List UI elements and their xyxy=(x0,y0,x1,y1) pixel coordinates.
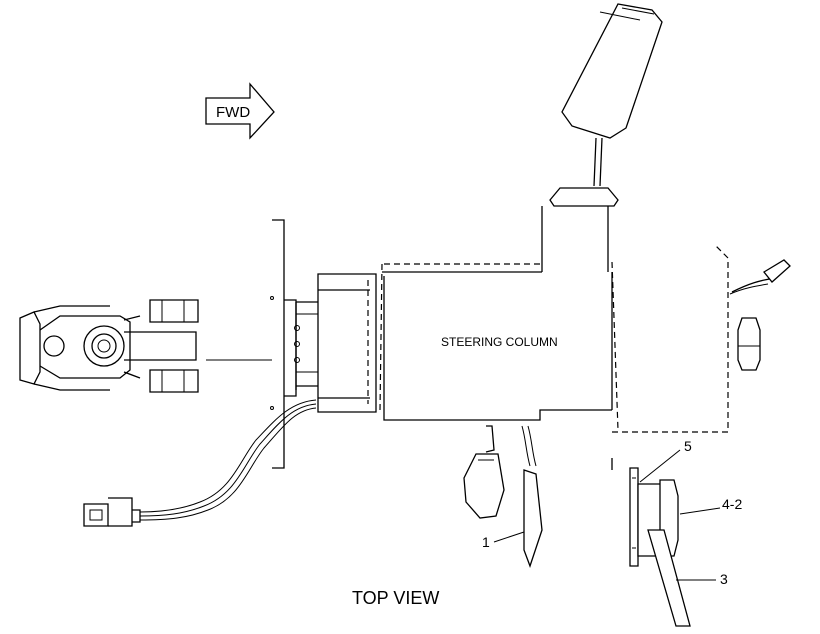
shift-bracket xyxy=(612,245,791,433)
turn-signal-lever xyxy=(521,425,543,568)
column-upper-housing xyxy=(382,206,609,273)
steering-column-body: STEERING COLUMN xyxy=(379,261,619,431)
callout-leaders xyxy=(493,449,721,581)
view-caption: TOP VIEW xyxy=(352,588,439,608)
callout-3: 3 xyxy=(720,571,728,587)
firewall-panel xyxy=(206,219,300,469)
lever-knob-icon xyxy=(463,425,505,519)
tilt-handle xyxy=(549,3,663,207)
callout-1: 1 xyxy=(482,534,490,550)
column-collar xyxy=(295,273,377,413)
fwd-label: FWD xyxy=(216,104,250,121)
steering-column-label: STEERING COLUMN xyxy=(441,335,558,349)
callout-4-2: 4-2 xyxy=(722,496,742,512)
callout-5: 5 xyxy=(684,438,692,454)
fwd-arrow-icon: FWD xyxy=(205,82,275,140)
connector-plug-icon xyxy=(83,497,141,527)
switch-assembly xyxy=(611,458,691,627)
wire-harness xyxy=(139,399,317,521)
universal-joint-icon xyxy=(19,299,199,393)
